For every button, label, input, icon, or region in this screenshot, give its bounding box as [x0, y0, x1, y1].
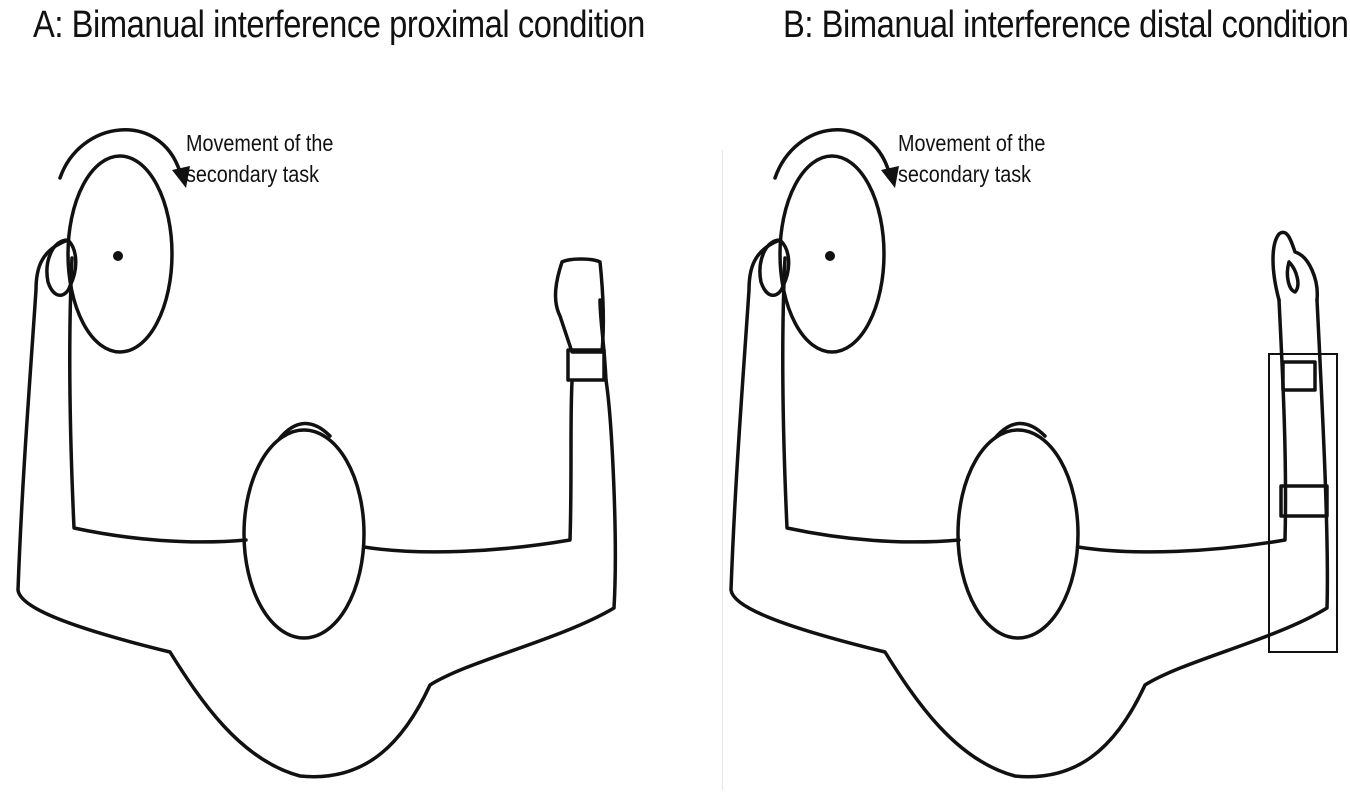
- nose: [993, 421, 1047, 440]
- figure-b-drawing: [729, 128, 1338, 779]
- nose: [278, 421, 332, 440]
- annotation-line-1: Movement of the: [898, 130, 1046, 156]
- panel-a-proximal: A: Bimanual interference proximal condit…: [16, 4, 645, 779]
- crank-wheel: [778, 154, 886, 354]
- left-hand: [45, 238, 78, 297]
- left-arm-inner: [68, 256, 248, 544]
- movement-annotation: Movement of the secondary task: [898, 128, 1045, 190]
- panel-divider: [722, 150, 723, 790]
- figure-a-drawing: [16, 128, 618, 779]
- left-arm-inner: [781, 256, 961, 544]
- annotation-line-1: Movement of the: [186, 130, 334, 156]
- head: [242, 428, 366, 640]
- wheel-center-dot: [825, 251, 835, 261]
- forearm-strap-lower: [1279, 484, 1329, 518]
- panel-b-distal: B: Bimanual interference distal conditio…: [675, 0, 1350, 794]
- right-arm-inner: [362, 380, 574, 554]
- right-hand: [1271, 230, 1319, 302]
- left-hand: [758, 238, 791, 297]
- annotation-line-2: secondary task: [186, 161, 320, 187]
- panel-title: A: Bimanual interference proximal condit…: [33, 4, 645, 46]
- rotation-arrowhead: [172, 166, 190, 188]
- wheel-center-dot: [113, 251, 123, 261]
- annotation-line-2: secondary task: [898, 161, 1032, 187]
- head: [956, 428, 1080, 640]
- arm-support-board: [1268, 353, 1338, 653]
- rotation-arrowhead: [881, 166, 899, 188]
- wrist-strap: [566, 348, 606, 382]
- right-fist: [553, 257, 606, 354]
- crank-wheel: [66, 154, 174, 354]
- rotation-arrow: [58, 128, 182, 180]
- right-arm-inner: [1076, 298, 1288, 554]
- right-thumb: [1285, 260, 1300, 294]
- body-outline: [16, 238, 618, 779]
- movement-annotation: Movement of the secondary task: [186, 128, 333, 190]
- forearm-strap-upper: [1281, 360, 1317, 392]
- body-outline: [729, 238, 1330, 779]
- panel-title: B: Bimanual interference distal conditio…: [783, 4, 1349, 46]
- rotation-arrow: [773, 128, 891, 180]
